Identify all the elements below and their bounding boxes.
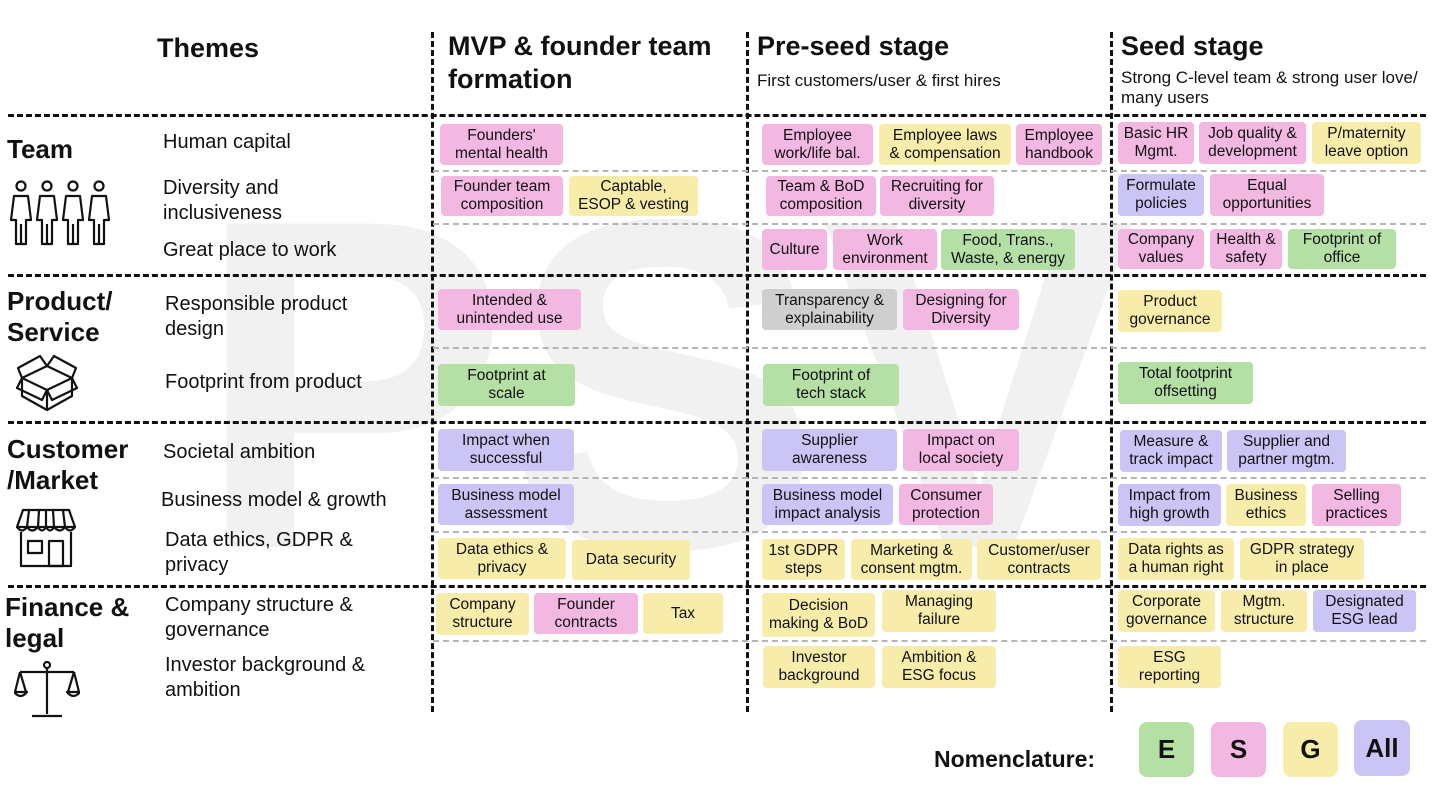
theme-label: Societal ambition (163, 441, 316, 463)
theme-label: Responsible product design (165, 293, 348, 340)
legend-e: E (1139, 722, 1194, 777)
row-divider (433, 531, 1426, 533)
chip-consumer-protection: Consumer protection (899, 484, 993, 525)
chip-job-quality-development: Job quality & development (1199, 122, 1306, 164)
column-divider (1110, 32, 1113, 712)
chip-measure-track-impact: Measure & track impact (1120, 430, 1222, 472)
chip-employee-work-life: Employee work/life bal. (762, 124, 873, 165)
chip-impact-on-local-society: Impact on local society (903, 429, 1019, 471)
chip-formulate-policies: Formulate policies (1118, 174, 1204, 216)
chip-founders-mental-health: Founders' mental health (440, 124, 563, 165)
chip-business-ethics: Business ethics (1226, 484, 1306, 526)
chip-employee-laws-compensation: Employee laws & compensation (879, 124, 1011, 165)
chip-business-model-assessment: Business model assessment (438, 484, 574, 525)
chip-employee-handbook: Employee handbook (1016, 124, 1102, 165)
chip-selling-practices: Selling practices (1312, 484, 1401, 526)
chip-equal-opportunities: Equal opportunities (1210, 174, 1324, 216)
section-divider (8, 585, 1426, 588)
chip-footprint-at-scale: Footprint at scale (438, 364, 575, 406)
category-customer-market: Customer /Market (7, 434, 129, 495)
theme-label: Great place to work (163, 239, 337, 261)
team-people-icon (9, 180, 111, 246)
chip-recruiting-for-diversity: Recruiting for diversity (880, 176, 994, 216)
chip-founder-team-composition: Founder team composition (441, 176, 563, 216)
chip-data-ethics-privacy: Data ethics & privacy (438, 538, 566, 579)
stage-subtitle-seed: Strong C-level team & strong user love/ … (1121, 68, 1418, 107)
chip-founder-contracts: Founder contracts (534, 593, 638, 634)
stage-header-mvp: MVP & founder team formation (448, 31, 712, 94)
chip-corporate-governance: Corporate governance (1118, 590, 1215, 632)
theme-label: Diversity and inclusiveness (163, 177, 282, 224)
row-divider (433, 640, 1426, 642)
chip-intended-unintended-use: Intended & unintended use (438, 289, 581, 330)
row-divider (433, 223, 1426, 225)
chip-impact-from-high-growth: Impact from high growth (1118, 484, 1221, 526)
storefront-icon (15, 508, 77, 568)
chip-business-model-impact-analysis: Business model impact analysis (762, 484, 893, 525)
chip-food-trans-waste-energy: Food, Trans., Waste, & energy (941, 229, 1075, 270)
chip-data-rights-human-right: Data rights as a human right (1118, 538, 1234, 580)
row-divider (433, 347, 1426, 349)
theme-label: Human capital (163, 131, 291, 153)
chip-company-structure: Company structure (436, 593, 529, 635)
stage-header-preseed: Pre-seed stage (757, 31, 950, 61)
nomenclature-label: Nomenclature: (934, 746, 1096, 772)
section-divider (8, 274, 1426, 277)
theme-label: Company structure & governance (165, 594, 353, 641)
legend-s: S (1211, 722, 1266, 777)
box-icon (16, 354, 78, 412)
chip-esg-reporting: ESG reporting (1118, 646, 1221, 688)
chip-decision-making-bod: Decision making & BoD (762, 593, 875, 637)
chip-total-footprint-offsetting: Total footprint offsetting (1118, 362, 1253, 404)
chip-p-maternity-leave: P/maternity leave option (1312, 122, 1421, 164)
stage-header-seed: Seed stage (1121, 31, 1264, 61)
chip-designated-esg-lead: Designated ESG lead (1313, 590, 1416, 632)
chip-data-security: Data security (572, 540, 690, 580)
chip-managing-failure: Managing failure (882, 590, 996, 632)
scales-icon (14, 660, 80, 718)
column-divider (431, 32, 434, 712)
chip-captable-esop-vesting: Captable, ESOP & vesting (569, 176, 698, 216)
category-team: Team (7, 134, 73, 164)
themes-header: Themes (157, 33, 260, 63)
chip-impact-when-successful: Impact when successful (438, 429, 574, 471)
chip-marketing-consent: Marketing & consent mgtm. (851, 539, 972, 580)
chip-supplier-partner-mgtm: Supplier and partner mgtm. (1227, 430, 1346, 472)
chip-tax: Tax (643, 593, 723, 634)
row-divider (433, 477, 1426, 479)
stage-subtitle-preseed: First customers/user & first hires (757, 71, 1001, 90)
column-divider (746, 32, 749, 712)
chip-team-bod-composition: Team & BoD composition (766, 176, 876, 216)
legend-g: G (1283, 722, 1338, 777)
row-divider (433, 170, 1426, 172)
section-divider (8, 421, 1426, 424)
theme-label: Data ethics, GDPR & privacy (165, 529, 353, 576)
section-divider (8, 114, 1426, 117)
chip-company-values: Company values (1118, 229, 1204, 269)
chip-mgtm-structure: Mgtm. structure (1221, 590, 1307, 632)
category-product-service: Product/ Service (7, 286, 113, 347)
chip-footprint-of-office: Footprint of office (1288, 229, 1396, 269)
theme-label: Footprint from product (165, 371, 362, 393)
chip-customer-user-contracts: Customer/user contracts (977, 539, 1101, 580)
category-finance-legal: Finance & legal (5, 592, 130, 653)
legend-all: All (1354, 720, 1410, 776)
chip-transparency-explainability: Transparency & explainability (762, 289, 897, 330)
chip-supplier-awareness: Supplier awareness (762, 429, 897, 471)
chip-work-environment: Work environment (833, 229, 937, 270)
chip-footprint-of-tech-stack: Footprint of tech stack (763, 364, 899, 406)
chip-ambition-esg-focus: Ambition & ESG focus (882, 646, 996, 688)
chip-1st-gdpr-steps: 1st GDPR steps (762, 539, 845, 580)
chip-health-safety: Health & safety (1210, 229, 1282, 269)
theme-label: Investor background & ambition (165, 654, 366, 701)
chip-culture: Culture (762, 229, 827, 270)
chip-designing-for-diversity: Designing for Diversity (903, 289, 1019, 330)
theme-label: Business model & growth (161, 489, 387, 511)
chip-gdpr-strategy: GDPR strategy in place (1240, 538, 1364, 580)
chip-basic-hr-mgmt: Basic HR Mgmt. (1118, 122, 1194, 164)
chip-product-governance: Product governance (1118, 290, 1222, 332)
chip-investor-background: Investor background (763, 646, 875, 688)
